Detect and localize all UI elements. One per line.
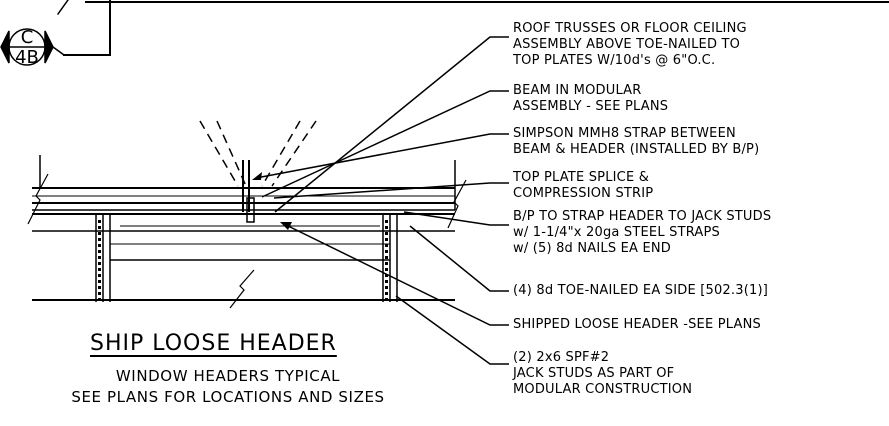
jack-stud-right	[382, 214, 398, 302]
leader-jack-studs	[395, 295, 509, 365]
section-arrow-left	[0, 30, 10, 64]
arrowhead-shipped-header	[280, 222, 292, 230]
note-toe-nailed: (4) 8d TOE-NAILED EA SIDE [502.3(1)]	[513, 283, 768, 298]
section-letter: C	[20, 27, 34, 48]
note-beam: BEAM IN MODULAR ASSEMBLY - SEE PLANS	[513, 83, 669, 114]
floor-line	[32, 269, 455, 309]
detail-subtitle-1: WINDOW HEADERS TYPICAL	[115, 367, 341, 385]
leader-beam	[261, 90, 509, 198]
jack-stud-left	[95, 214, 111, 302]
note-jack-studs: (2) 2x6 SPF#2 JACK STUDS AS PART OF MODU…	[513, 350, 693, 397]
top-border-tick	[56, 0, 69, 16]
leader-top-plate	[273, 182, 509, 199]
note-top-plate: TOP PLATE SPLICE & COMPRESSION STRIP	[513, 170, 654, 201]
note-roof-trusses: ROOF TRUSSES OR FLOOR CEILING ASSEMBLY A…	[513, 21, 747, 68]
leader-toe-nailed	[409, 225, 509, 292]
section-arrow-right	[44, 30, 54, 64]
section-bracket	[63, 0, 111, 56]
leader-shipped-header	[283, 223, 509, 326]
section-marker	[0, 28, 65, 66]
section-sheet: 4B	[15, 47, 39, 68]
splice-strap	[242, 160, 255, 223]
arrowhead-simpson	[252, 172, 262, 180]
note-shipped-header: SHIPPED LOOSE HEADER -SEE PLANS	[513, 317, 761, 332]
leader-arrowheads	[252, 172, 292, 230]
detail-title: SHIP LOOSE HEADER	[90, 331, 337, 356]
leader-lines	[255, 36, 509, 365]
detail-subtitle-2: SEE PLANS FOR LOCATIONS AND SIZES	[71, 388, 385, 406]
leader-bp-strap	[403, 211, 509, 226]
leader-roof-trusses	[274, 36, 509, 213]
leader-simpson	[255, 133, 509, 179]
note-simpson: SIMPSON MMH8 STRAP BETWEEN BEAM & HEADER…	[513, 126, 760, 157]
note-bp-strap: B/P TO STRAP HEADER TO JACK STUDS w/ 1-1…	[513, 209, 772, 256]
